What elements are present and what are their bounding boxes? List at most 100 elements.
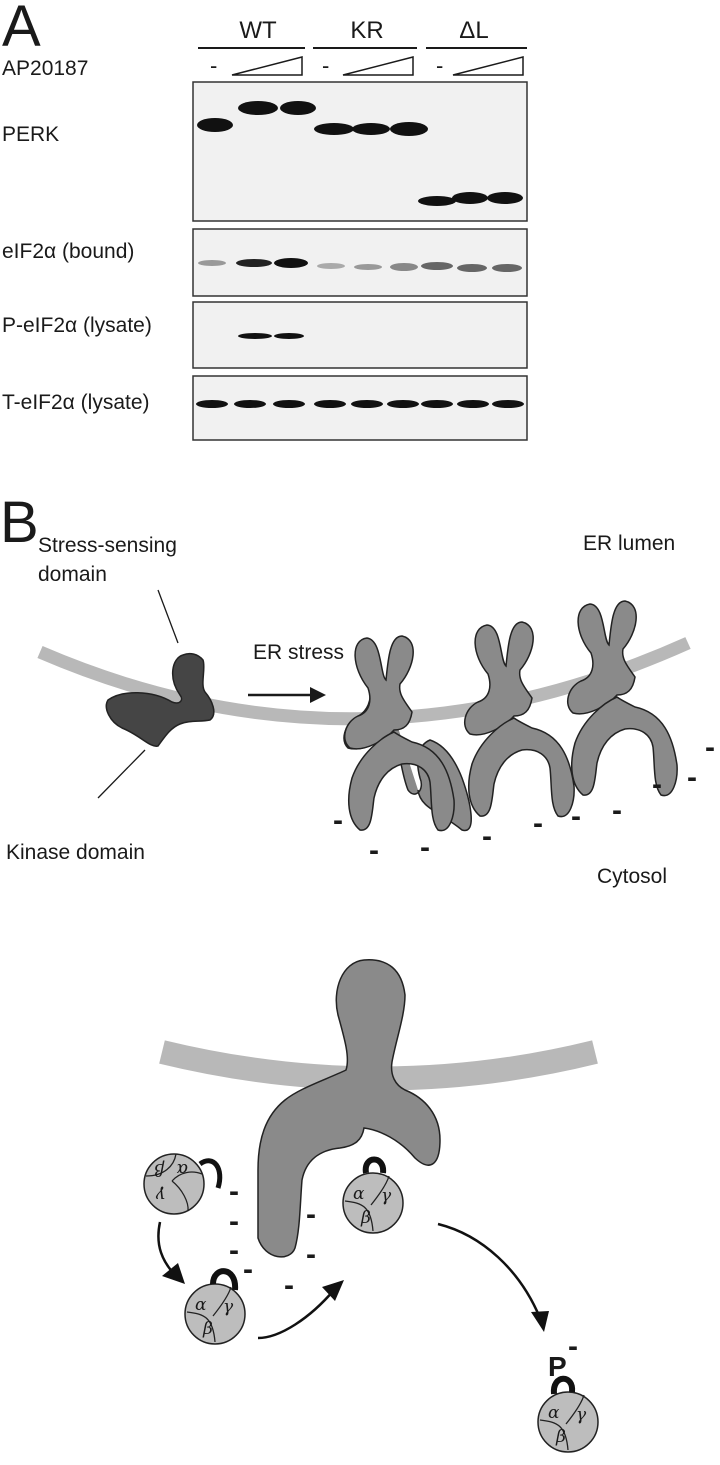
- active-perk-large: [257, 959, 441, 1258]
- charge-mark: -: [333, 804, 343, 837]
- charge-mark: -: [229, 1234, 239, 1267]
- band: [314, 123, 354, 135]
- eif2-gamma-label: γ: [155, 1185, 166, 1205]
- eif2-gamma-label: γ: [223, 1297, 234, 1317]
- band: [274, 333, 304, 339]
- eif2-beta-label: β: [555, 1427, 566, 1447]
- perk-oligomer: [463, 621, 575, 818]
- dose-wedge-kr: [342, 56, 414, 76]
- inactive-perk: [105, 652, 215, 747]
- treatment-label: AP20187: [2, 57, 88, 80]
- band: [457, 264, 487, 272]
- er-stress-arrowhead: [310, 687, 326, 703]
- band: [238, 101, 278, 115]
- eif2-complex-free: α β γ: [143, 1153, 223, 1215]
- charge-mark: -: [306, 1198, 316, 1231]
- band: [234, 400, 266, 408]
- cytosol-label: Cytosol: [597, 865, 667, 888]
- blot-label-t-eif2a: T-eIF2α (lysate): [2, 391, 150, 414]
- eif2-complex-bound: α γ β: [342, 1156, 404, 1234]
- untreated-marker-delta-l: -: [436, 53, 443, 78]
- band: [317, 263, 345, 269]
- band: [197, 118, 233, 132]
- charge-mark: -: [229, 1205, 239, 1238]
- eif2-complex-approaching: α γ β: [184, 1268, 246, 1345]
- panel-a-letter: A: [2, 0, 41, 59]
- blot-label-perk: PERK: [2, 123, 59, 146]
- band: [421, 262, 453, 270]
- band: [487, 192, 523, 204]
- band: [274, 258, 308, 268]
- phospho-charge: -: [568, 1330, 578, 1363]
- blot-t-eif2a: [192, 375, 528, 441]
- band: [457, 400, 489, 408]
- arrow-bind: [257, 1289, 335, 1340]
- band: [492, 264, 522, 272]
- band: [452, 192, 488, 204]
- band: [198, 260, 226, 266]
- band: [273, 400, 305, 408]
- charge-mark: -: [652, 768, 662, 801]
- eif2a-bound-bands: [198, 258, 522, 272]
- eif2-gamma-label: γ: [576, 1405, 587, 1425]
- band: [352, 123, 390, 135]
- band: [390, 122, 428, 136]
- er-stress-label: ER stress: [253, 641, 344, 664]
- band: [387, 400, 419, 408]
- eif2-complex-phosphorylated: α γ β: [537, 1375, 599, 1453]
- perk-oligomer: [566, 600, 678, 797]
- charge-mark: -: [533, 807, 543, 840]
- charge-mark: -: [612, 794, 622, 827]
- band: [390, 263, 418, 271]
- band: [421, 400, 453, 408]
- blot-label-eif2a-bound: eIF2α (bound): [2, 240, 134, 263]
- band: [280, 101, 316, 115]
- charge-mark: -: [369, 834, 379, 867]
- group-label-delta-l: ΔL: [459, 17, 488, 44]
- untreated-marker-kr: -: [322, 53, 329, 78]
- charge-mark: -: [482, 820, 492, 853]
- dose-wedge-delta-l: [452, 56, 524, 76]
- t-eif2a-bands: [196, 400, 524, 408]
- band: [492, 400, 524, 408]
- arrowhead-bind: [322, 1280, 344, 1301]
- kinase-domain-pointer: [97, 749, 146, 799]
- eif2-gamma-label: γ: [381, 1186, 392, 1206]
- charge-marks-lower: - - - - - - -: [229, 1175, 316, 1302]
- stress-sensing-label-line2: domain: [38, 563, 107, 586]
- group-label-kr: KR: [350, 17, 383, 44]
- dose-wedge-wt: [231, 56, 303, 76]
- panel-b-letter: B: [0, 490, 39, 555]
- phospho-label: P: [548, 1351, 567, 1382]
- p-eif2a-bands: [238, 333, 304, 339]
- band: [314, 400, 346, 408]
- band: [351, 400, 383, 408]
- eif2-alpha-label: α: [195, 1295, 207, 1315]
- band: [418, 196, 456, 206]
- stress-sensing-pointer: [157, 589, 179, 644]
- charge-mark: -: [243, 1253, 253, 1286]
- eif2-alpha-label: α: [176, 1159, 188, 1179]
- arrow-release: [437, 1222, 542, 1319]
- eif2-alpha-label: α: [353, 1184, 365, 1204]
- perk-oligomers: [343, 600, 678, 832]
- charge-mark: -: [306, 1238, 316, 1271]
- charge-mark: -: [229, 1175, 239, 1208]
- blot-label-p-eif2a: P-eIF2α (lysate): [2, 314, 152, 337]
- band: [236, 259, 272, 267]
- arrowhead-release: [531, 1311, 549, 1332]
- perk-bands: [197, 101, 523, 206]
- charge-mark: -: [420, 831, 430, 864]
- charge-mark: -: [687, 761, 697, 794]
- group-label-wt: WT: [239, 17, 277, 44]
- band: [354, 264, 382, 270]
- eif2-beta-label: β: [360, 1208, 371, 1228]
- eif2-beta-label: β: [154, 1159, 165, 1179]
- arrowhead-approach: [162, 1263, 185, 1284]
- charge-mark: -: [705, 731, 715, 764]
- eif2-alpha-label: α: [548, 1403, 560, 1423]
- charge-mark: -: [571, 800, 581, 833]
- kinase-domain-label: Kinase domain: [6, 841, 145, 864]
- er-lumen-label: ER lumen: [583, 532, 675, 555]
